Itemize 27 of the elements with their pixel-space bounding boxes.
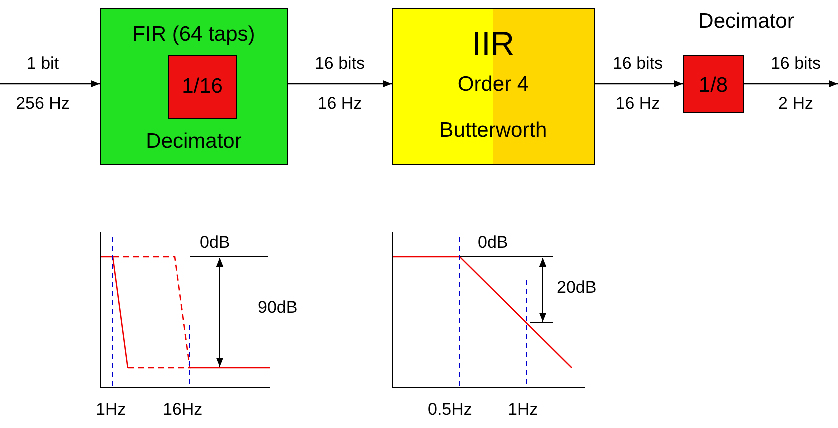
fir-filter-block xyxy=(100,8,288,165)
block-title: IIR xyxy=(472,25,515,63)
edge-label: 1 bit 256 Hz xyxy=(15,53,71,115)
frequency-label: 16Hz xyxy=(163,400,203,420)
frequency-label: 1Hz xyxy=(96,400,126,420)
arrow xyxy=(288,80,392,88)
iir-filter-block xyxy=(392,8,595,165)
block-title: Decimator xyxy=(698,10,794,34)
filter-type: Butterworth xyxy=(440,119,548,143)
block-title: FIR (64 taps) xyxy=(132,23,256,47)
block-caption: Decimator xyxy=(146,130,242,154)
edge-label: 16 bits 2 Hz xyxy=(770,53,822,115)
decimation-factor: 1/8 xyxy=(698,74,728,98)
dimension-label: 90dB xyxy=(258,298,298,318)
filter-order: Order 4 xyxy=(458,73,530,97)
arrow xyxy=(744,80,838,88)
arrow xyxy=(0,80,100,88)
frequency-label: 0.5Hz xyxy=(428,400,472,420)
level-label: 0dB xyxy=(478,233,508,253)
frequency-label: 1Hz xyxy=(508,400,538,420)
edge-label: 16 bits 16 Hz xyxy=(314,53,366,115)
decimation-factor: 1/16 xyxy=(182,75,223,99)
edge-label: 16 bits 16 Hz xyxy=(612,53,664,115)
arrow xyxy=(595,80,683,88)
decimation-factor-box xyxy=(168,55,237,119)
dimension-label: 20dB xyxy=(557,278,597,298)
level-label: 0dB xyxy=(200,233,230,253)
